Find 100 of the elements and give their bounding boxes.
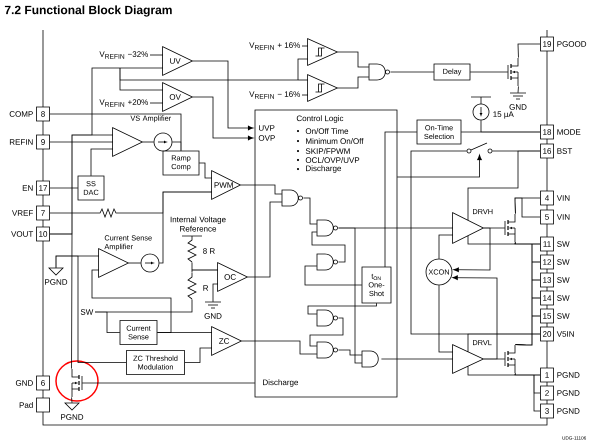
switch-symbol (466, 142, 492, 154)
connector (381, 358, 453, 360)
node-label: SW (557, 295, 570, 301)
mosfet-symbol (504, 344, 516, 374)
connector (120, 68, 163, 90)
node-label: Pad (20, 402, 33, 408)
signal-label: V$_{REFIN}$ −32% (99, 51, 148, 59)
pin: 1 PGND (540, 368, 580, 382)
pin: 20 V5IN (540, 326, 574, 342)
label: Internal Voltage Reference (170, 216, 226, 232)
node-label: SW (557, 277, 570, 283)
current-source (154, 132, 172, 152)
connector (438, 234, 453, 259)
pin: 19 PGOOD (540, 36, 586, 52)
connector (303, 198, 317, 224)
connector (518, 44, 540, 58)
signal-label: V$_{REFIN}$ +20% (99, 99, 148, 107)
connector (338, 228, 362, 364)
connector (480, 120, 540, 132)
node-label: COMP (10, 111, 33, 117)
connector (298, 58, 308, 80)
pin: VOUT 10 (11, 226, 50, 242)
pin: 15 SW (540, 308, 570, 324)
connector (212, 284, 218, 302)
connector (514, 198, 540, 218)
connector (241, 340, 317, 354)
pin: COMP 8 (10, 106, 50, 122)
connector (384, 132, 417, 268)
node-label: PGND (557, 390, 580, 396)
pin: 16 BST (540, 144, 572, 158)
node-label: MODE (557, 129, 580, 135)
signal-label: V$_{REFIN}$ − 16% (249, 91, 300, 99)
pin: 3 PGND (540, 404, 580, 418)
title: 7.2 Functional Block Diagram (4, 5, 172, 17)
mosfet-symbol (504, 214, 516, 242)
pin: GND 6 (16, 376, 50, 390)
pin: 18 MODE (540, 124, 580, 140)
connector (94, 299, 192, 312)
logic-gate (282, 190, 303, 206)
pin: 12 SW (540, 254, 570, 270)
arrow (192, 60, 254, 130)
node-label: BST (557, 148, 572, 154)
node-label: SW (557, 259, 570, 265)
connector (338, 350, 362, 356)
logic-gate (316, 254, 338, 270)
connector (410, 150, 540, 334)
connector (240, 184, 282, 194)
connector (302, 94, 308, 96)
pin: 13 SW (540, 272, 570, 288)
connector (304, 266, 362, 286)
connector (150, 102, 163, 104)
pin: 5 VIN (540, 210, 570, 224)
arrow (397, 154, 482, 178)
arrow (192, 96, 254, 140)
connector (150, 54, 163, 56)
current-source (140, 254, 160, 272)
signal-label: SW (80, 309, 94, 315)
connector (82, 382, 255, 384)
node-label: REFIN (10, 139, 33, 145)
connector (312, 232, 346, 262)
connector (492, 150, 540, 152)
node-label: VREF (12, 210, 33, 216)
pin: EN 17 (22, 180, 50, 196)
connector (337, 52, 369, 68)
logic-gate (316, 310, 338, 326)
node-label: EN (22, 185, 33, 191)
connector (518, 86, 519, 93)
node-label: GND (16, 380, 33, 386)
pin: Pad (20, 398, 50, 412)
arrow (452, 275, 498, 360)
node-label: VIN (556, 195, 570, 201)
connector (90, 148, 113, 176)
pin: VREF 7 (12, 206, 50, 220)
pin: 2 PGND (540, 386, 580, 400)
connector (50, 234, 72, 369)
logic-gate (316, 342, 338, 358)
connector (159, 192, 212, 264)
connector (199, 162, 212, 178)
arrow (453, 228, 490, 272)
logic-gate (362, 350, 379, 368)
connector (172, 142, 182, 151)
pin: REFIN 9 (10, 134, 50, 150)
connector (128, 262, 141, 264)
pin: 4 VIN (540, 190, 570, 206)
connector (71, 397, 72, 403)
node-label: 15 µA (493, 111, 514, 119)
node-label: PGND (557, 372, 580, 378)
node-label: PGOOD (557, 41, 586, 47)
signal-label: V$_{REFIN}$ + 16% (249, 42, 300, 50)
connector (56, 256, 126, 363)
logic-gate (316, 220, 338, 236)
node-label: V5IN (556, 331, 574, 337)
pin: 14 SW (540, 290, 570, 306)
connector (92, 270, 172, 333)
node-label: VIN (556, 214, 570, 220)
mosfet-symbol (72, 368, 82, 398)
logic-gate (368, 64, 390, 80)
connector (438, 285, 453, 352)
connector (515, 316, 540, 346)
connector (184, 348, 212, 363)
